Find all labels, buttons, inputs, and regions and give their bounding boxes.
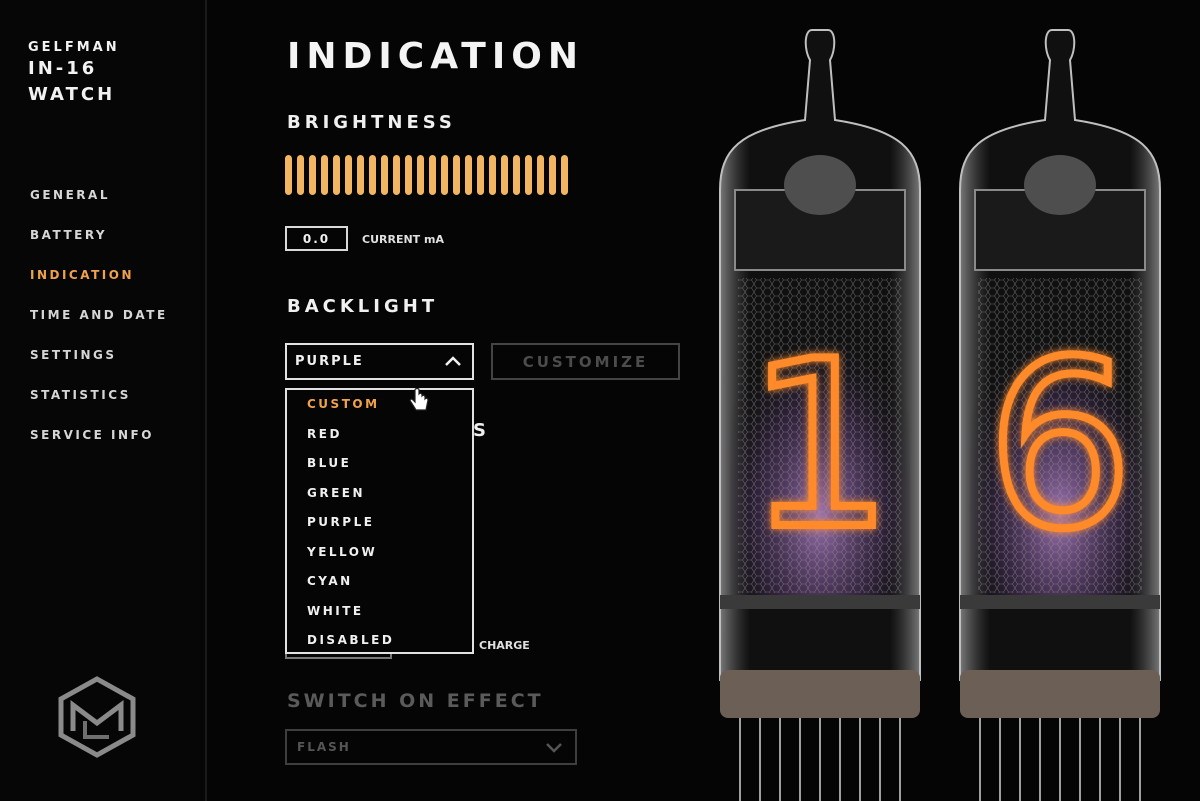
backlight-select[interactable]: PURPLE (285, 343, 474, 380)
brand: GELFMAN IN-16 WATCH (28, 40, 120, 107)
brightness-segment[interactable] (393, 155, 400, 195)
brightness-segment[interactable] (477, 155, 484, 195)
sidebar-item-indication[interactable]: INDICATION (30, 268, 134, 282)
brand-line-3: WATCH (28, 84, 116, 105)
brightness-segment[interactable] (285, 155, 292, 195)
brightness-segment[interactable] (345, 155, 352, 195)
brightness-segment[interactable] (333, 155, 340, 195)
backlight-select-value: PURPLE (295, 354, 364, 369)
brightness-segment[interactable] (489, 155, 496, 195)
brightness-segment[interactable] (513, 155, 520, 195)
brightness-segment[interactable] (453, 155, 460, 195)
brightness-segment[interactable] (537, 155, 544, 195)
switch-on-effect-heading: SWITCH ON EFFECT (287, 690, 544, 712)
page-title: INDICATION (287, 36, 584, 77)
sidebar-item-time-and-date[interactable]: TIME AND DATE (30, 308, 168, 322)
charge-label-partial: CHARGE (479, 639, 530, 652)
brightness-segment[interactable] (525, 155, 532, 195)
brightness-segment[interactable] (405, 155, 412, 195)
brightness-segment[interactable] (321, 155, 328, 195)
section-heading-partial: S (473, 420, 490, 441)
dropdown-option-custom[interactable]: CUSTOM (307, 397, 380, 411)
switch-on-effect-value: FLASH (297, 740, 351, 754)
chevron-down-icon (546, 743, 562, 753)
sidebar-nav: GENERAL BATTERY INDICATION TIME AND DATE… (30, 187, 168, 467)
gelfman-logo-icon (58, 676, 136, 758)
brightness-segment[interactable] (309, 155, 316, 195)
sidebar-item-battery[interactable]: BATTERY (30, 228, 108, 242)
dropdown-option-yellow[interactable]: YELLOW (307, 544, 378, 559)
backlight-dropdown-menu: CUSTOM RED BLUE GREEN PURPLE YELLOW CYAN… (285, 388, 474, 654)
brand-line-2: IN-16 (28, 58, 98, 79)
brightness-segment[interactable] (297, 155, 304, 195)
hand-cursor-icon (409, 388, 429, 411)
sidebar-item-general[interactable]: GENERAL (30, 188, 110, 202)
current-label: CURRENT mA (362, 233, 444, 246)
brand-line-1: GELFMAN (28, 40, 120, 55)
chevron-up-icon (445, 356, 461, 366)
brightness-segment[interactable] (369, 155, 376, 195)
customize-button[interactable]: CUSTOMIZE (491, 343, 680, 380)
nixie-digit-left: 1 (747, 313, 893, 580)
switch-on-effect-select[interactable]: FLASH (285, 729, 577, 765)
brightness-segment[interactable] (549, 155, 556, 195)
dropdown-option-red[interactable]: RED (307, 426, 342, 441)
backlight-heading: BACKLIGHT (287, 296, 439, 317)
main-panel: INDICATION BRIGHTNESS 0.0 CURRENT mA BAC… (205, 0, 1200, 801)
dropdown-option-cyan[interactable]: CYAN (307, 574, 353, 588)
dropdown-option-green[interactable]: GREEN (307, 485, 366, 500)
nixie-tube-right: 6 (959, 29, 1161, 801)
sidebar-item-statistics[interactable]: STATISTICS (30, 388, 131, 402)
brightness-segment[interactable] (561, 155, 568, 195)
brightness-segment[interactable] (417, 155, 424, 195)
dropdown-option-white[interactable]: WHITE (307, 603, 364, 618)
sidebar: GELFMAN IN-16 WATCH GENERAL BATTERY INDI… (0, 0, 207, 801)
nixie-digit-right: 6 (987, 313, 1133, 580)
brightness-segment[interactable] (381, 155, 388, 195)
brightness-segment[interactable] (501, 155, 508, 195)
brightness-segment[interactable] (465, 155, 472, 195)
brightness-slider[interactable] (285, 155, 568, 195)
brightness-segment[interactable] (441, 155, 448, 195)
brightness-heading: BRIGHTNESS (287, 112, 456, 133)
nixie-tubes-illustration: 1 6 (719, 29, 1161, 801)
brightness-segment[interactable] (429, 155, 436, 195)
sidebar-item-service-info[interactable]: SERVICE INFO (30, 428, 154, 442)
current-value-display: 0.0 (285, 226, 348, 251)
dropdown-option-blue[interactable]: BLUE (307, 456, 352, 470)
dropdown-option-disabled[interactable]: DISABLED (307, 633, 395, 647)
nixie-tube-left: 1 (719, 29, 921, 801)
dropdown-option-purple[interactable]: PURPLE (307, 515, 375, 529)
brightness-segment[interactable] (357, 155, 364, 195)
sidebar-item-settings[interactable]: SETTINGS (30, 348, 117, 362)
